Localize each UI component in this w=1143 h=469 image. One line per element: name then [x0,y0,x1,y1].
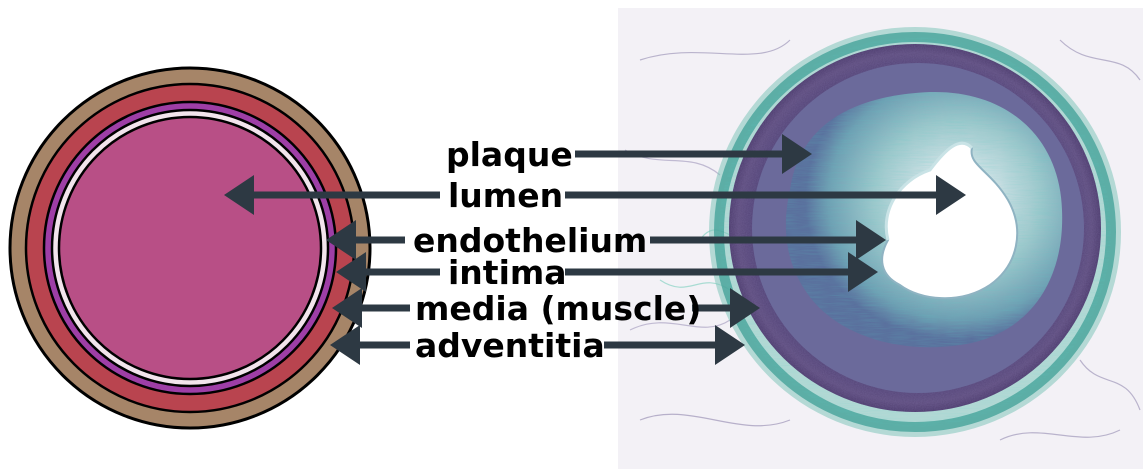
label-media: media (muscle) [415,289,701,328]
schematic-lumen [59,117,321,379]
label-intima: intima [448,253,567,292]
label-lumen: lumen [448,176,563,215]
label-plaque: plaque [446,135,573,174]
label-adventitia: adventitia [415,326,605,365]
schematic-cross-section [10,68,370,428]
